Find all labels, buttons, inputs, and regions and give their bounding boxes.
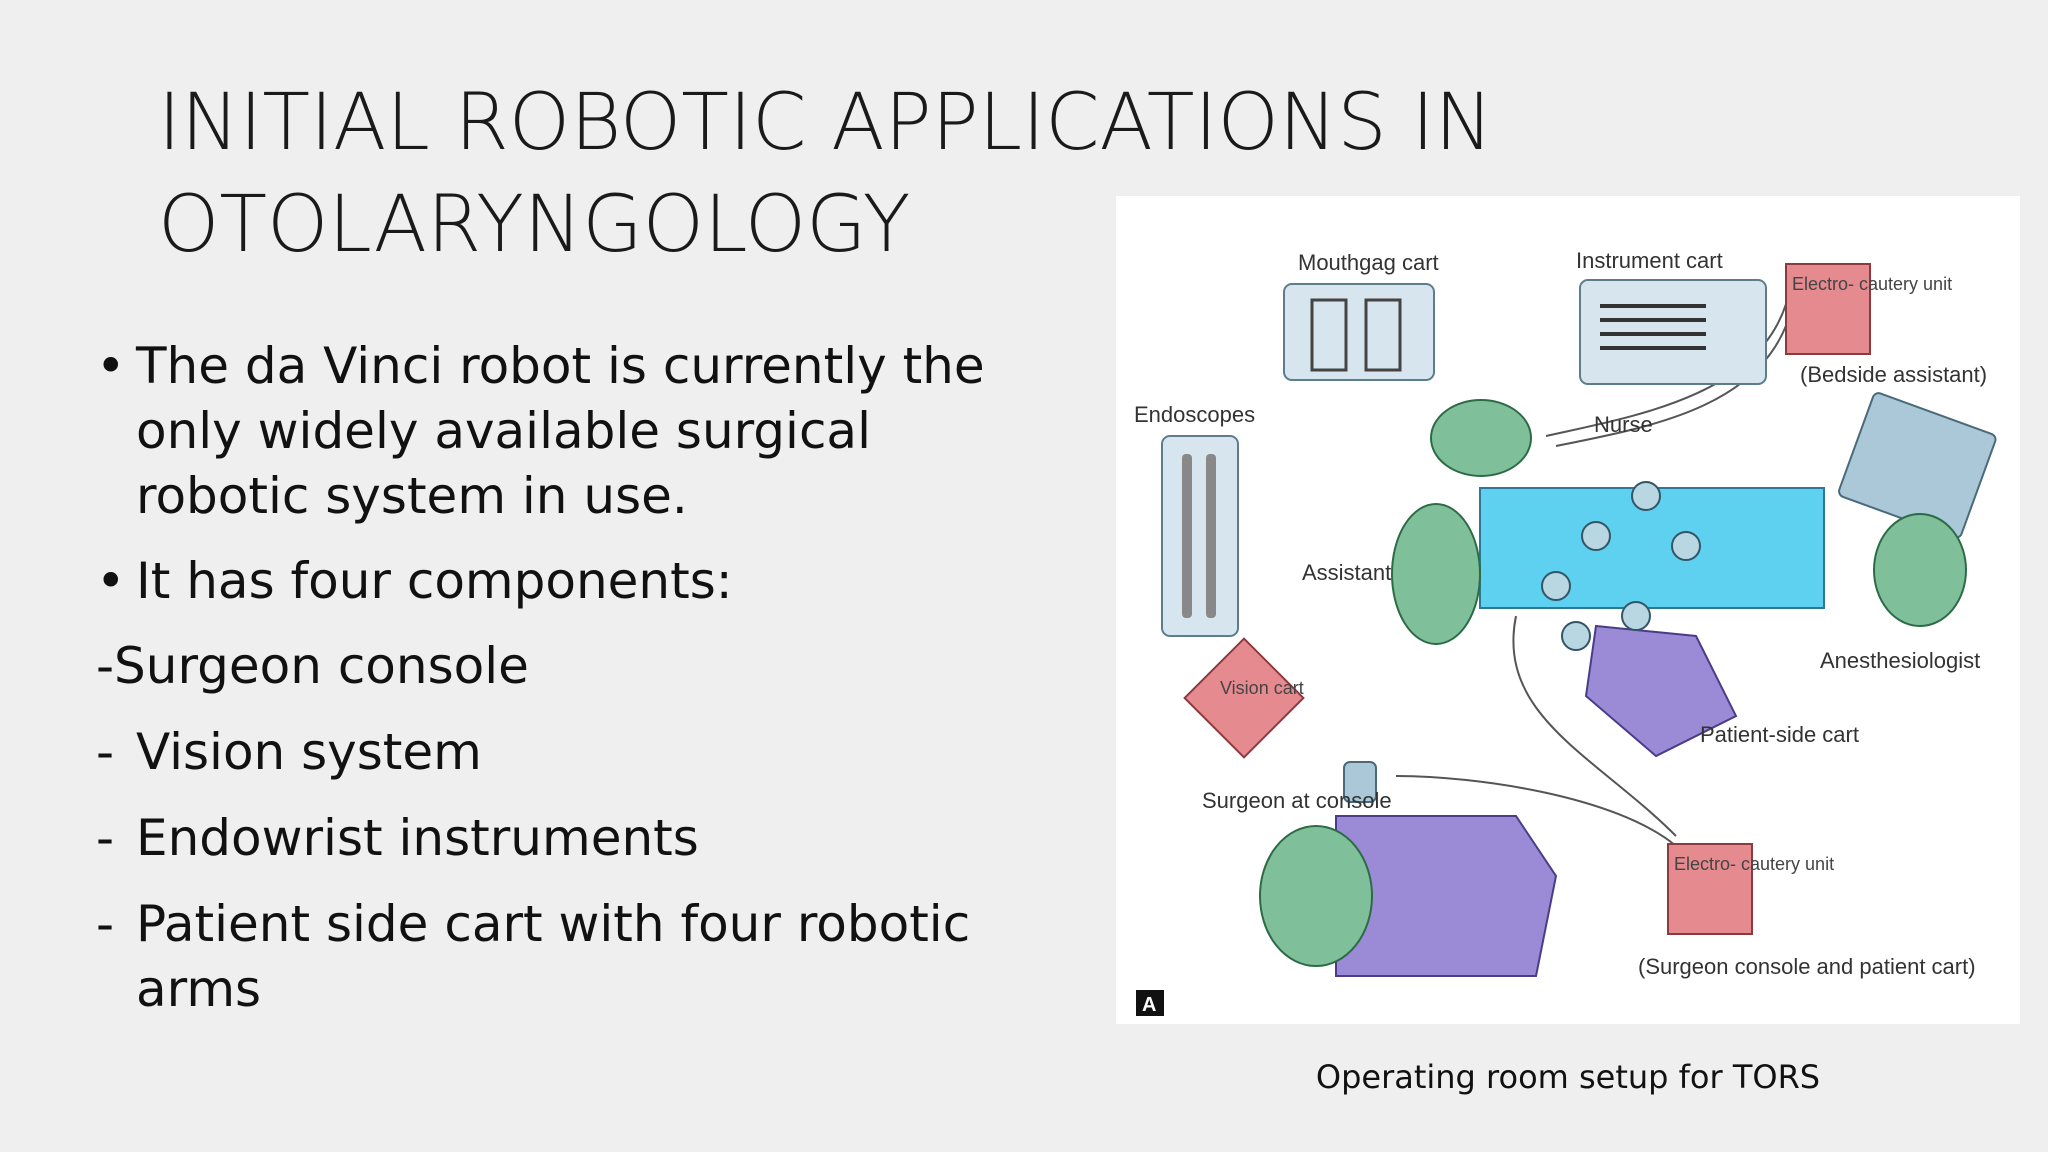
dash-marker: - — [96, 895, 115, 953]
electrocautery-unit-top — [1785, 263, 1871, 355]
bullet-item: • The da Vinci robot is currently the on… — [96, 334, 996, 529]
component-item: - Vision system — [96, 720, 996, 785]
component-text: Patient side cart with four robotic arms — [136, 895, 971, 1018]
anesthesiologist-label: Anesthesiologist — [1820, 648, 1980, 673]
electrocautery-top-label: Electro- cautery unit — [1792, 274, 1952, 294]
bullet-text: The da Vinci robot is currently the only… — [136, 337, 985, 525]
dash-marker: - — [96, 723, 115, 781]
bullet-item: • It has four components: — [96, 549, 996, 614]
anesthesia-machine — [1838, 392, 1997, 539]
patient-side-cart — [1541, 481, 1738, 758]
panel-letter-box — [1136, 990, 1164, 1016]
component-item: - Patient side cart with four robotic ar… — [96, 892, 996, 1022]
bullet-text: It has four components: — [136, 552, 733, 610]
electrocautery-unit-bottom — [1667, 843, 1753, 935]
bullet-marker: • — [96, 337, 126, 395]
surgeon-console — [1259, 761, 1558, 977]
surgeon-at-console-label: Surgeon at console — [1202, 788, 1392, 813]
or-setup-figure: Mouthgag cart Instrument cart Electro- c… — [1116, 196, 2020, 1024]
surgeon-console-patient-cart-label: (Surgeon console and patient cart) — [1638, 954, 1976, 979]
panel-letter: A — [1142, 994, 1156, 1016]
assistant-label: Assistant — [1302, 560, 1391, 585]
electrocautery-bottom-label: Electro- cautery unit — [1674, 854, 1834, 874]
slide-title: INITIAL ROBOTIC APPLICATIONS IN OTOLARYN… — [158, 72, 1493, 276]
instrument-cart — [1579, 279, 1767, 385]
nurse-label: Nurse — [1594, 412, 1653, 437]
component-text: -Surgeon console — [96, 637, 529, 695]
anesthesiologist-figure — [1873, 513, 1967, 627]
mouthgag-cart — [1283, 283, 1435, 381]
assistant-figure — [1391, 503, 1481, 645]
component-text: Vision system — [136, 723, 482, 781]
cables — [1395, 303, 1793, 847]
figure-caption: Operating room setup for TORS — [1315, 1058, 1821, 1096]
endoscopes — [1161, 435, 1239, 637]
slide-title-line-1: INITIAL ROBOTIC APPLICATIONS IN — [158, 78, 1493, 168]
component-item: - Endowrist instruments — [96, 806, 996, 871]
dash-marker: - — [96, 809, 115, 867]
bedside-assistant-label: (Bedside assistant) — [1800, 362, 1987, 387]
endoscopes-label: Endoscopes — [1134, 402, 1255, 427]
vision-cart — [1183, 637, 1305, 759]
nurse-figure — [1430, 399, 1532, 477]
mouthgag-cart-label: Mouthgag cart — [1298, 250, 1439, 275]
bullet-list: • The da Vinci robot is currently the on… — [96, 334, 996, 1043]
or-setup-diagram: Mouthgag cart Instrument cart Electro- c… — [1134, 248, 1997, 1016]
vision-cart-label: Vision cart — [1220, 678, 1304, 698]
component-text: Endowrist instruments — [136, 809, 699, 867]
patient-side-cart-label: Patient-side cart — [1700, 722, 1859, 747]
bullet-marker: • — [96, 552, 126, 610]
component-item: -Surgeon console — [96, 634, 996, 699]
instrument-cart-label: Instrument cart — [1576, 248, 1723, 273]
slide-title-line-2: OTOLARYNGOLOGY — [158, 180, 911, 270]
